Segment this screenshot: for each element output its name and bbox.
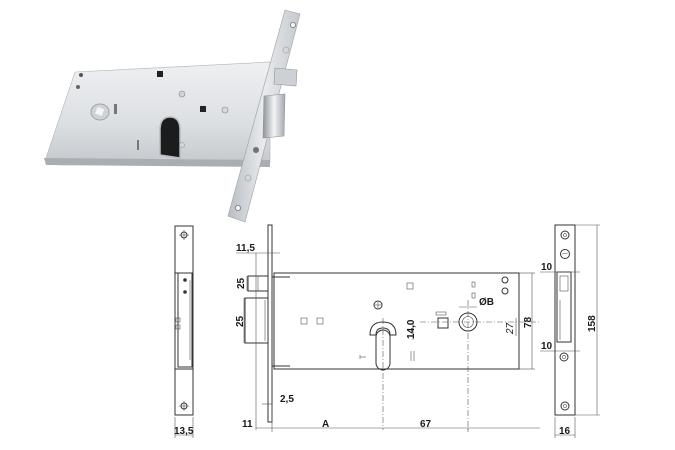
- strike-plate-view: 10 10 158 16: [540, 224, 600, 438]
- strike-bottom-gap-label: 10: [541, 341, 553, 352]
- front-plate-view: 13,5: [174, 225, 194, 438]
- upper-latch-height-label: 25: [236, 277, 247, 289]
- body-height-label: 78: [523, 316, 534, 328]
- diameter-label: ØB: [479, 297, 494, 308]
- cylinder-offset-label: 14,0: [406, 319, 417, 339]
- inner-dimension-label: 27: [505, 322, 516, 335]
- lock-body-view: 14,0 ØB 27 78 11,5 25 25 2,5 11 A 67: [235, 224, 540, 432]
- strike-length-label: 158: [587, 315, 598, 332]
- strike-width-label: 16: [559, 426, 571, 437]
- backset-label: A: [322, 419, 329, 430]
- plate-thickness-label: 2,5: [280, 394, 294, 405]
- front-offset-label: 11: [242, 419, 253, 430]
- front-plate-width-label: 13,5: [174, 426, 194, 437]
- strike-top-gap-label: 10: [541, 262, 553, 273]
- latch-offset-label: 11,5: [236, 243, 255, 254]
- center-distance-label: 67: [420, 419, 432, 430]
- lock-product-photo: [44, 9, 301, 223]
- lower-bolt-height-label: 25: [235, 315, 246, 327]
